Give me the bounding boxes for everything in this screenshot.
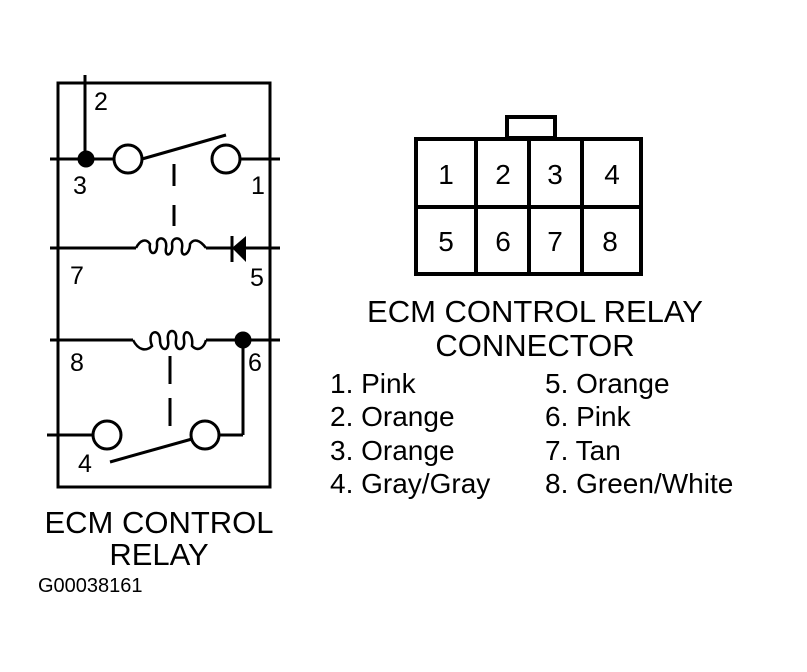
switch-contact-common-bottom <box>189 419 221 451</box>
relay-schematic <box>47 75 280 489</box>
connector-face <box>414 115 643 276</box>
switch-arm-top <box>141 133 227 161</box>
cavity-7: 7 <box>547 226 563 257</box>
figure-id: G00038161 <box>38 575 143 597</box>
legend-item-4: 4. Gray/Gray <box>330 468 491 499</box>
junction-dot-3 <box>77 150 95 168</box>
legend-item-6: 6. Pink <box>545 401 631 432</box>
cavity-2: 2 <box>495 159 511 190</box>
connector-title-line1: ECM CONTROL RELAY <box>367 294 703 329</box>
switch-contact-4 <box>91 419 123 451</box>
coil-7-5-icon <box>134 237 207 256</box>
pin-label-3: 3 <box>73 172 87 200</box>
cavity-5: 5 <box>438 226 454 257</box>
pin-label-4: 4 <box>78 450 92 478</box>
legend-item-7: 7. Tan <box>545 435 621 466</box>
cavity-8: 8 <box>602 226 618 257</box>
pin-label-6: 6 <box>248 349 262 377</box>
switch-contact-1 <box>210 143 242 175</box>
connector-lock-tab <box>505 115 557 140</box>
switch-arm-bottom <box>109 437 193 464</box>
coil-8-6-icon <box>131 329 208 351</box>
pin-label-2: 2 <box>94 88 108 116</box>
cavity-6: 6 <box>495 226 511 257</box>
legend-item-1: 1. Pink <box>330 368 416 399</box>
relay-pin-labels: 2 3 1 7 5 8 6 4 <box>70 88 265 478</box>
diode-icon <box>232 236 246 262</box>
legend-item-8: 8. Green/White <box>545 468 734 499</box>
legend-item-3: 3. Orange <box>330 435 455 466</box>
pin-label-8: 8 <box>70 349 84 377</box>
pin-label-7: 7 <box>70 262 84 290</box>
cavity-1: 1 <box>438 159 454 190</box>
connector-cavity-numbers: 1 2 3 4 5 6 7 8 <box>438 159 620 257</box>
switch-contact-common-top <box>112 143 144 175</box>
relay-housing <box>56 81 272 489</box>
cavity-4: 4 <box>604 159 620 190</box>
connector-title-line2: CONNECTOR <box>435 328 635 363</box>
cavity-3: 3 <box>547 159 563 190</box>
relay-title-line1: ECM CONTROL <box>44 505 274 540</box>
legend-item-5: 5. Orange <box>545 368 670 399</box>
legend-item-2: 2. Orange <box>330 401 455 432</box>
pin-label-1: 1 <box>251 172 265 200</box>
relay-title-line2: RELAY <box>109 537 209 572</box>
pin-label-5: 5 <box>250 264 264 292</box>
